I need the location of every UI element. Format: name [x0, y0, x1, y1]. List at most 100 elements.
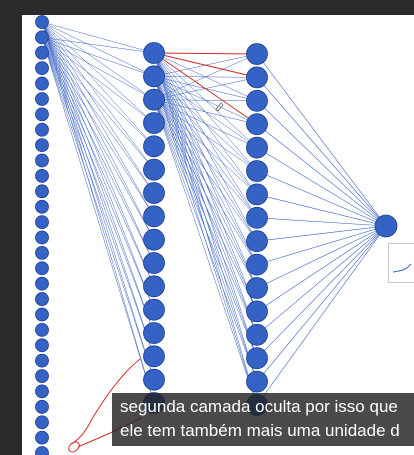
- hidden-layer-1-neuron: [143, 275, 165, 298]
- drawing-canvas[interactable]: [22, 15, 414, 455]
- connection-input-hidden1: [41, 37, 155, 217]
- connection-input-hidden1: [41, 21, 155, 194]
- connection-input-hidden1: [41, 21, 155, 404]
- connection-hidden1-hidden2: [153, 99, 258, 195]
- connection-input-hidden1: [41, 37, 155, 77]
- hidden-layer-1-neuron: [143, 252, 165, 274]
- hidden-layer-1-neuron: [143, 205, 165, 228]
- input-layer-neuron: [35, 322, 49, 337]
- connection-hidden2-output: [256, 225, 387, 406]
- input-layer-neuron: [35, 292, 49, 306]
- connection-hidden1-hidden2: [153, 99, 258, 406]
- connection-input-hidden1: [41, 37, 155, 54]
- connection-input-hidden1: [41, 21, 155, 54]
- input-layer-neuron: [35, 276, 49, 291]
- hidden-layer-2-neuron: [246, 253, 268, 276]
- connection-input-hidden1: [41, 21, 155, 100]
- neurons: [35, 15, 398, 455]
- connection-input-hidden1: [41, 37, 155, 170]
- connection-input-hidden1: [41, 21, 155, 147]
- connection-hidden1-hidden2: [153, 99, 258, 172]
- connection-hidden2-output: [256, 225, 387, 382]
- hidden-layer-2-neuron: [246, 183, 268, 206]
- connection-input-hidden1: [41, 37, 155, 264]
- hidden-layer-1-neuron: [143, 345, 165, 368]
- mini-plot-thumbnail: [388, 243, 414, 283]
- connection-hidden2-output: [256, 53, 387, 227]
- connection-input-hidden1: [41, 21, 155, 77]
- hidden-layer-1-neuron: [143, 158, 165, 181]
- input-layer-neuron: [35, 384, 49, 399]
- connection-input-hidden1: [41, 21, 155, 357]
- connection-input-hidden1: [41, 21, 155, 264]
- connection-input-hidden1: [41, 21, 155, 287]
- hidden-layer-2-neuron: [246, 89, 268, 112]
- connection-hidden2-output: [256, 217, 387, 227]
- connection-hidden2-output: [256, 147, 387, 227]
- connection-hidden2-output: [256, 77, 387, 227]
- hidden-layer-1-neuron: [143, 112, 165, 134]
- connection-input-hidden1: [41, 37, 155, 287]
- connection-hidden1-hidden2: [153, 53, 258, 100]
- input-layer-neuron: [35, 245, 49, 260]
- connection-hidden2-output: [256, 194, 387, 227]
- input-layer-neuron: [35, 107, 49, 122]
- connection-input-hidden1: [41, 21, 155, 240]
- hidden-layer-2-neuron: [246, 136, 268, 159]
- input-layer-neuron: [35, 15, 49, 29]
- hidden-layer-1-neuron: [143, 135, 165, 158]
- hidden-layer-2-neuron: [246, 300, 268, 323]
- hidden-layer-2-neuron: [246, 113, 268, 136]
- subtitle-line-1: segunda camada oculta por isso que: [120, 397, 398, 416]
- hidden-layer-1-neuron: [143, 368, 165, 391]
- input-layer-neuron: [35, 353, 49, 368]
- hidden-layer-2-neuron: [246, 347, 268, 370]
- connection-input-hidden1: [41, 21, 155, 334]
- hidden-layer-2-neuron: [246, 160, 268, 182]
- input-layer-neuron: [35, 122, 49, 137]
- connection-hidden1-hidden2: [153, 99, 258, 218]
- input-layer-neuron: [35, 446, 49, 455]
- input-layer-neuron: [35, 184, 49, 199]
- input-layer-neuron: [35, 76, 49, 91]
- connection-hidden1-hidden2: [153, 99, 258, 125]
- connection-input-hidden1: [41, 37, 155, 124]
- input-layer-neuron: [35, 153, 49, 168]
- hidden-layer-2-neuron: [246, 370, 268, 393]
- video-subtitle: segunda camada oculta por isso que ele t…: [112, 393, 414, 446]
- hidden-layer-1-neuron: [143, 228, 165, 251]
- input-layer-neuron: [35, 138, 49, 153]
- connection-hidden2-output: [256, 225, 387, 242]
- connection-hidden1-hidden2: [153, 99, 258, 312]
- connection-hidden2-output: [256, 225, 387, 265]
- input-layer-neuron: [35, 307, 49, 322]
- hidden-layer-1-neuron: [143, 298, 165, 321]
- subtitle-line-2: ele tem também mais uma unidade d: [120, 421, 400, 440]
- input-layer-neuron: [35, 261, 49, 276]
- connection-hidden2-output: [256, 225, 387, 336]
- connection-hidden1-hidden2: [153, 99, 258, 382]
- connection-hidden1-hidden2: [153, 99, 258, 265]
- hidden-layer-1-neuron: [143, 42, 165, 64]
- connection-hidden1-hidden2: [153, 99, 258, 335]
- hidden-layer-1-neuron: [143, 322, 165, 344]
- highlighted-connection: [153, 52, 258, 78]
- connections: [41, 21, 387, 406]
- input-layer-neuron: [35, 338, 49, 353]
- hidden-layer-2-neuron: [246, 323, 268, 346]
- pen-cursor-icon: [215, 102, 224, 112]
- connection-hidden1-hidden2: [153, 99, 258, 242]
- input-layer-neuron: [35, 230, 49, 245]
- hidden-layer-2-neuron: [246, 230, 268, 253]
- connection-input-hidden1: [41, 21, 155, 124]
- connection-input-hidden1: [41, 21, 155, 380]
- hidden-layer-2-neuron: [246, 277, 268, 299]
- connection-hidden2-output: [256, 170, 387, 227]
- input-layer-neuron: [35, 92, 49, 106]
- connection-input-hidden1: [41, 37, 155, 357]
- connection-input-hidden1: [41, 37, 155, 147]
- connection-input-hidden1: [41, 37, 155, 194]
- highlighted-connection: [153, 52, 258, 125]
- hidden-layer-1-neuron: [143, 65, 165, 88]
- connection-input-hidden1: [41, 37, 155, 240]
